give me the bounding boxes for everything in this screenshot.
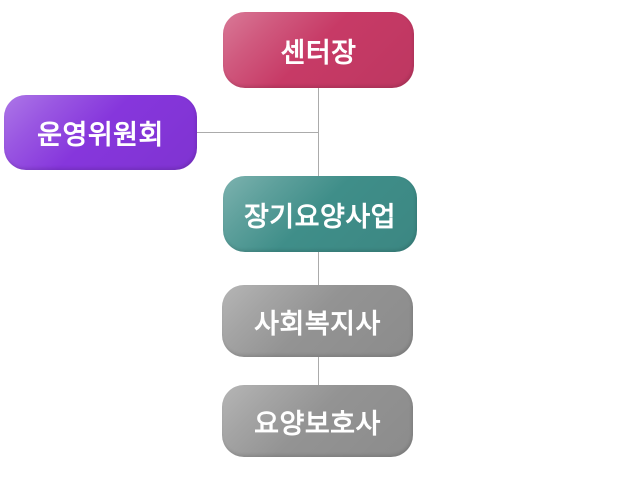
org-node-label: 센터장 (280, 37, 357, 69)
org-node-center-director: 센터장 (223, 12, 414, 88)
org-node-label: 사회복지사 (254, 308, 381, 340)
org-node-steering-committee: 운영위원회 (4, 95, 197, 170)
connector-horizontal-branch-line (197, 132, 318, 133)
org-node-label: 장기요양사업 (243, 201, 397, 233)
org-node-social-worker: 사회복지사 (222, 285, 413, 357)
org-node-label: 운영위원회 (37, 120, 164, 151)
org-node-care-worker: 요양보호사 (222, 385, 413, 457)
org-node-long-term-care-program: 장기요양사업 (223, 176, 417, 252)
org-node-label: 요양보호사 (254, 408, 381, 440)
